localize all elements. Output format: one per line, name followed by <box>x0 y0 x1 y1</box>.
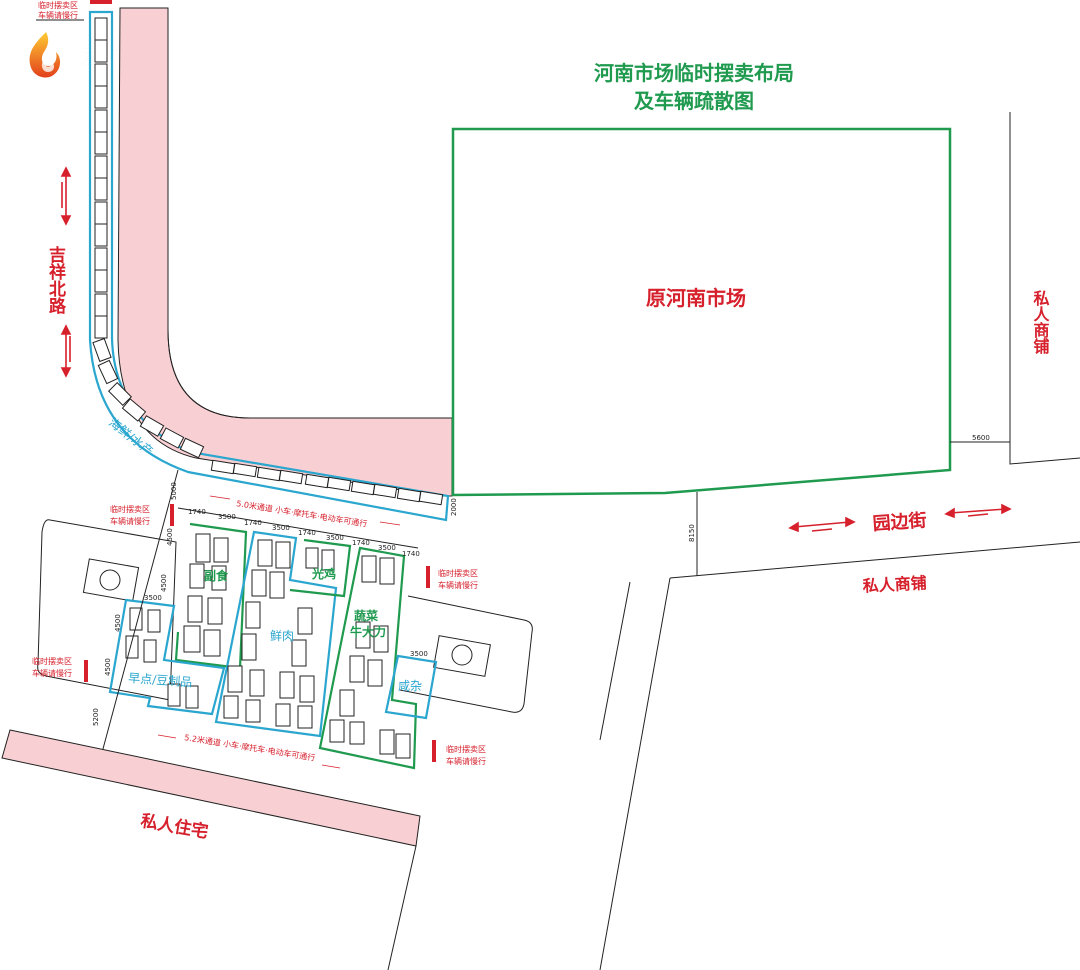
zone-salted <box>384 654 438 720</box>
dim-5200: 5200 <box>92 708 100 726</box>
sign-top-line1: 临时摆卖区 <box>38 0 78 10</box>
svg-text:车辆请慢行: 车辆请慢行 <box>32 668 72 678</box>
svg-text:临时摆卖区: 临时摆卖区 <box>110 504 150 514</box>
sign-right-lower: 临时摆卖区 车辆请慢行 <box>432 740 486 766</box>
zone-breakfast-label: 早点/豆制品 <box>128 671 193 689</box>
dim-4500-a: 4500 <box>166 528 174 546</box>
yuanbian-arrows <box>788 503 1012 533</box>
sign-left-lower: 临时摆卖区 车辆请慢行 <box>32 656 88 682</box>
dim-4500-d: 4500 <box>104 658 112 676</box>
zone-fresh-meat-label: 鲜肉 <box>270 629 294 643</box>
flame-logo-icon <box>29 32 61 78</box>
dim-3500-breakfast: 3500 <box>144 594 162 602</box>
zone-fresh-meat <box>214 530 338 738</box>
zone-side-food-label: 副食 <box>204 568 229 583</box>
dim-8150: 8150 <box>688 524 696 542</box>
road-jixiang-north-label: 吉祥北路 <box>45 246 66 315</box>
svg-text:车辆请慢行: 车辆请慢行 <box>438 580 478 590</box>
sign-upper-left: 临时摆卖区 车辆请慢行 <box>110 504 174 526</box>
zone-breakfast <box>108 598 226 716</box>
road-yuanbian-label: 园边街 <box>872 509 927 535</box>
sign-right-upper: 临时摆卖区 车辆请慢行 <box>426 566 478 590</box>
dim-3500-c: 3500 <box>326 534 344 542</box>
zone-vegetables-label-1: 蔬菜 <box>354 608 378 623</box>
sign-top-line2: 车辆请慢行 <box>38 10 78 20</box>
map-title-line2: 及车辆疏散图 <box>634 89 754 113</box>
svg-text:临时摆卖区: 临时摆卖区 <box>438 568 478 578</box>
svg-text:车辆请慢行: 车辆请慢行 <box>110 516 150 526</box>
zone-vegetables <box>318 546 418 770</box>
zone-chicken <box>289 538 352 598</box>
dim-4500-b: 4500 <box>160 574 168 592</box>
dim-1740-a: 1740 <box>188 508 206 516</box>
old-market-boundary <box>451 127 952 497</box>
dim-3500-a: 3500 <box>218 513 236 521</box>
dim-3500-salted: 3500 <box>410 650 428 658</box>
svg-text:车辆请慢行: 车辆请慢行 <box>446 756 486 766</box>
sign-marker-top <box>90 0 112 4</box>
zone-vegetables-label-2: 牛大力 <box>350 624 386 639</box>
private-shops-bottom-label: 私人商铺 <box>862 573 927 595</box>
private-residence-label: 私人住宅 <box>139 810 210 842</box>
passage-lower-label: 5.2米通道 小车·摩托车·电动车可通行 <box>184 732 316 763</box>
road-bottom-lane <box>1 729 421 847</box>
dim-1740-e: 1740 <box>402 550 420 558</box>
zone-salted-label: 咸杂 <box>398 679 422 693</box>
zone-chicken-label: 光鸡 <box>311 566 336 581</box>
zone-seafood-lane <box>88 10 450 522</box>
dim-1740-d: 1740 <box>352 539 370 547</box>
map-title-line1: 河南市场临时摆卖布局 <box>594 61 794 85</box>
dim-3500-b: 3500 <box>272 524 290 532</box>
dim-5600: 5600 <box>972 434 990 442</box>
dim-4500-c: 4500 <box>114 614 122 632</box>
dim-1740-c: 1740 <box>298 529 316 537</box>
svg-text:临时摆卖区: 临时摆卖区 <box>446 744 486 754</box>
svg-text:临时摆卖区: 临时摆卖区 <box>32 656 72 666</box>
dim-3500-d: 3500 <box>378 544 396 552</box>
dim-1740-b: 1740 <box>244 519 262 527</box>
private-shops-right-label: 私人商铺 <box>1031 290 1050 355</box>
seafood-stalls <box>92 17 444 506</box>
dim-2000: 2000 <box>450 498 458 516</box>
dim-5000: 5000 <box>170 482 178 500</box>
old-market-label: 原河南市场 <box>646 286 746 310</box>
jixiang-north-arrows-top <box>60 166 72 378</box>
